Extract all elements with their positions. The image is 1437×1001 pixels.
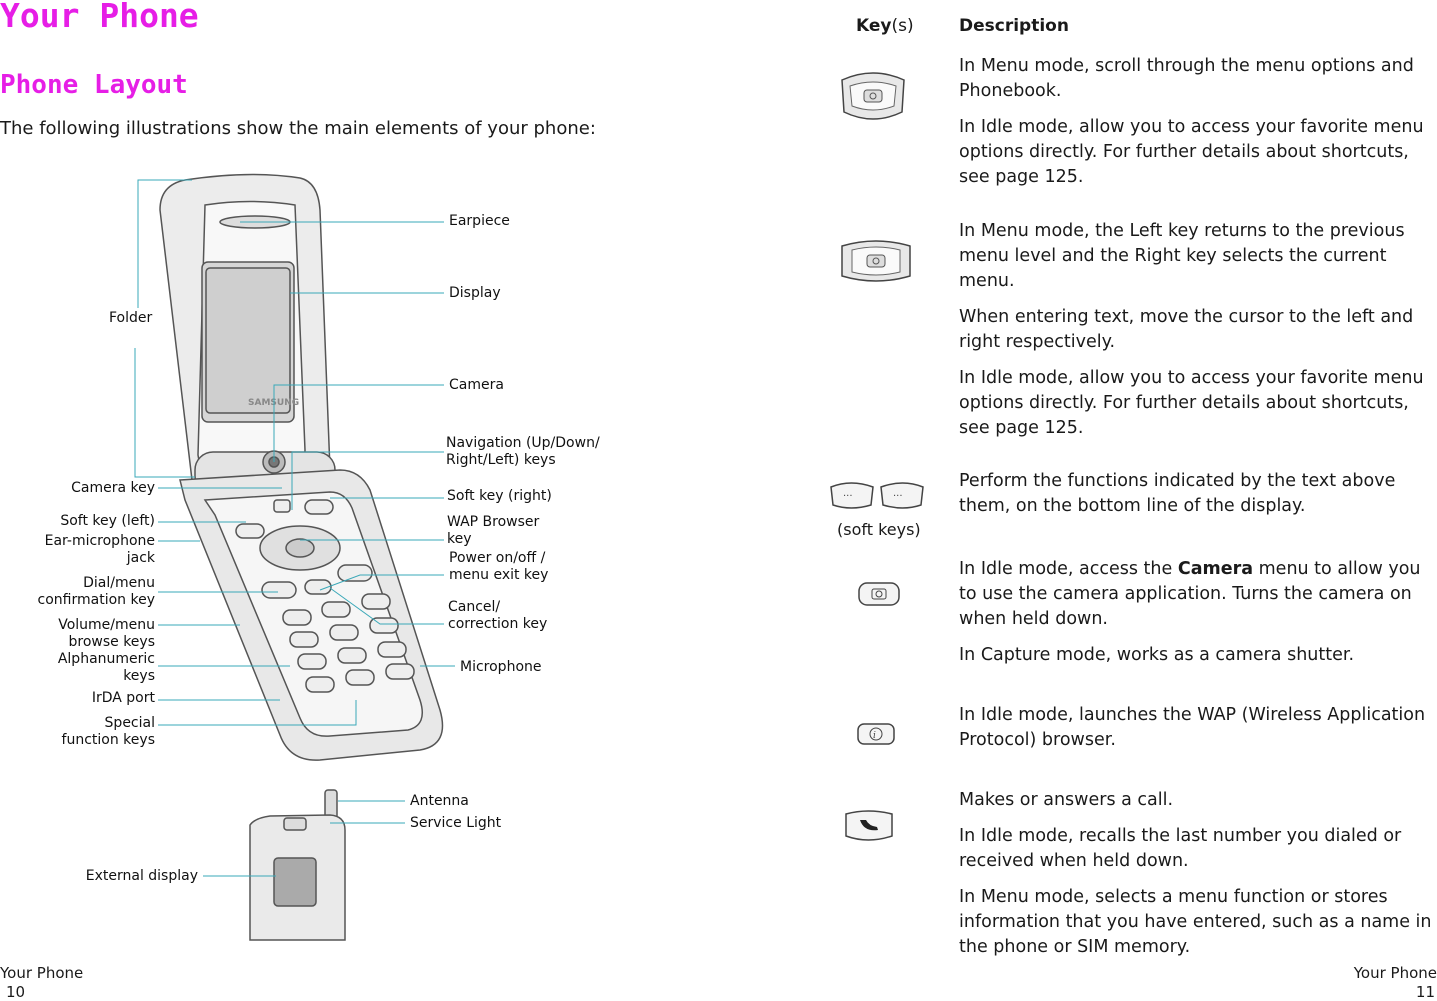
label-wap-2: key [447, 531, 472, 547]
label-display: Display [449, 285, 501, 301]
label-alpha-2: keys [123, 668, 155, 684]
label-service-light: Service Light [410, 815, 502, 831]
label-power-1: Power on/off / [449, 550, 546, 566]
phone-illustration: SAMSUNG [134, 173, 455, 941]
label-folder: Folder [109, 310, 153, 326]
label-alpha-1: Alphanumeric [57, 651, 155, 667]
svg-text:···: ··· [893, 491, 903, 502]
col-header-key: Key(s) [856, 16, 914, 36]
camera-key-icon [858, 582, 900, 606]
soft-keys-icon: ··· ··· [830, 482, 924, 509]
desc-row-3: Perform the functions indicated by the t… [959, 471, 1396, 516]
label-ear-mic-1: Ear-microphone [44, 533, 155, 549]
label-camera-key: Camera key [71, 480, 155, 496]
label-cancel-1: Cancel/ [448, 599, 501, 615]
soft-keys-caption: (soft keys) [837, 520, 921, 539]
label-soft-right: Soft key (right) [447, 488, 552, 504]
label-power-2: menu exit key [449, 567, 549, 583]
label-nav-keys-1: Navigation (Up/Down/ [446, 435, 600, 451]
desc-row-6: Makes or answers a call. In Idle mode, r… [959, 790, 1432, 957]
wap-key-icon: i [857, 723, 895, 745]
label-nav-keys-2: Right/Left) keys [446, 452, 556, 468]
desc-row-4: In Idle mode, access the Camera menu to … [959, 559, 1421, 665]
label-irda: IrDA port [91, 690, 155, 706]
label-volume-1: Volume/menu [58, 617, 155, 633]
page-title: Your Phone [0, 0, 199, 35]
label-soft-left: Soft key (left) [60, 513, 155, 529]
nav-leftright-icon [841, 240, 911, 282]
send-key-icon [845, 810, 893, 841]
svg-text:···: ··· [843, 491, 853, 502]
label-volume-2: browse keys [68, 634, 155, 650]
svg-text:i: i [873, 731, 876, 741]
footer-right-page: 11 [1415, 983, 1435, 1001]
section-title: Phone Layout [0, 70, 188, 100]
footer-left-title: Your Phone [0, 964, 84, 982]
footer-right-title: Your Phone [1353, 964, 1437, 982]
desc-row-1: In Menu mode, scroll through the menu op… [959, 56, 1424, 187]
label-ear-mic-2: jack [126, 550, 155, 566]
label-dial-2: confirmation key [37, 592, 155, 608]
nav-updown-icon [841, 72, 905, 120]
label-dial-1: Dial/menu [83, 575, 155, 591]
footer-left-page: 10 [6, 983, 26, 1001]
desc-row-5: In Idle mode, launches the WAP (Wireless… [959, 705, 1426, 750]
label-special-1: Special [104, 715, 155, 731]
col-header-description: Description [959, 16, 1069, 36]
label-earpiece: Earpiece [449, 213, 510, 229]
desc-row-2: In Menu mode, the Left key returns to th… [959, 221, 1424, 438]
intro-text: The following illustrations show the mai… [0, 118, 596, 139]
label-cancel-2: correction key [448, 616, 548, 632]
label-microphone: Microphone [460, 659, 542, 675]
label-special-2: function keys [61, 732, 155, 748]
label-wap-1: WAP Browser [447, 514, 540, 530]
label-antenna: Antenna [410, 793, 469, 809]
label-camera: Camera [449, 377, 504, 393]
label-external-display: External display [85, 868, 198, 884]
